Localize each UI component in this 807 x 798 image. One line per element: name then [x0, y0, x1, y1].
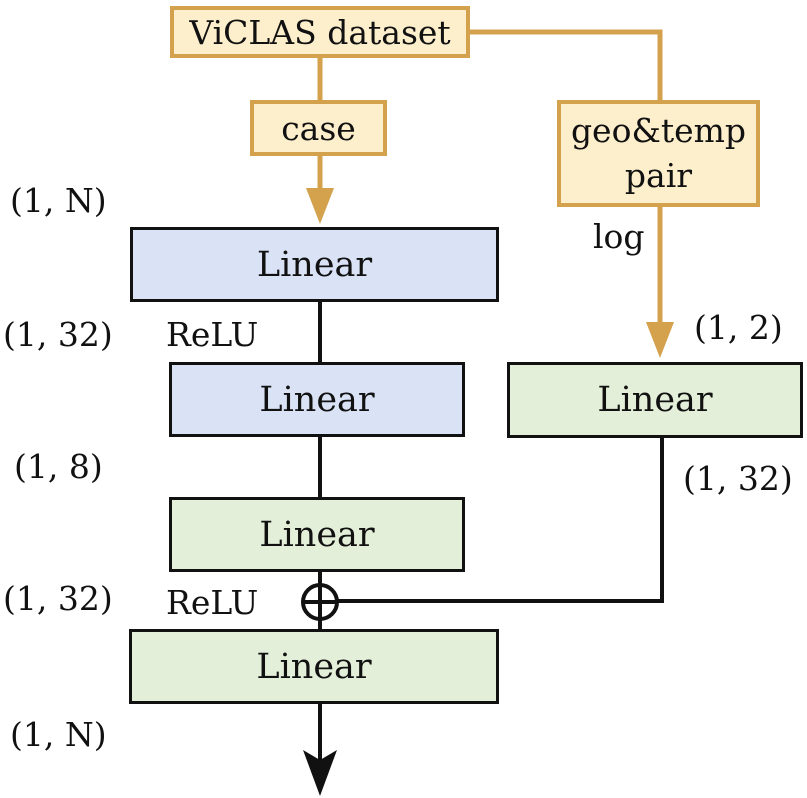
label-shape-out: (1, N): [10, 715, 107, 754]
node-linear-right-label: Linear: [597, 380, 713, 420]
label-shape-8: (1, 8): [14, 447, 103, 486]
node-geo-label-2: pair: [624, 155, 693, 195]
arrowhead-geo-linear-right: [646, 322, 674, 358]
node-linear-2: Linear: [169, 362, 465, 437]
node-linear-1-label: Linear: [256, 244, 373, 285]
node-case-label: case: [281, 108, 356, 148]
node-linear-3-label: Linear: [259, 514, 375, 555]
label-shape-32-b: (1, 32): [3, 579, 113, 618]
node-linear-4: Linear: [129, 629, 499, 704]
node-geo-temp-pair: geo&temp pair: [557, 100, 760, 207]
node-linear-1: Linear: [130, 227, 499, 302]
node-linear-2-label: Linear: [259, 379, 375, 420]
node-linear-4-label: Linear: [256, 646, 372, 687]
label-shape-2: (1, 2): [694, 308, 783, 347]
node-dataset-label: ViCLAS dataset: [189, 12, 451, 52]
label-relu-1: ReLU: [166, 315, 259, 354]
arrowhead-case-linear1: [306, 188, 334, 224]
label-shape-32-a: (1, 32): [3, 315, 113, 354]
node-geo-label-1: geo&temp: [570, 110, 747, 150]
label-log: log: [593, 217, 645, 256]
label-relu-2: ReLU: [166, 583, 259, 622]
node-linear-3: Linear: [169, 497, 465, 572]
node-linear-right: Linear: [507, 362, 803, 438]
add-node-icon: [301, 583, 339, 621]
edge-linear-right-plus: [338, 438, 664, 603]
label-shape-32-right: (1, 32): [683, 459, 793, 498]
node-case: case: [250, 100, 387, 156]
node-dataset: ViCLAS dataset: [170, 6, 470, 58]
edge-dataset-geo: [470, 29, 663, 100]
arrowhead-output: [303, 750, 337, 796]
label-shape-in: (1, N): [10, 181, 107, 220]
